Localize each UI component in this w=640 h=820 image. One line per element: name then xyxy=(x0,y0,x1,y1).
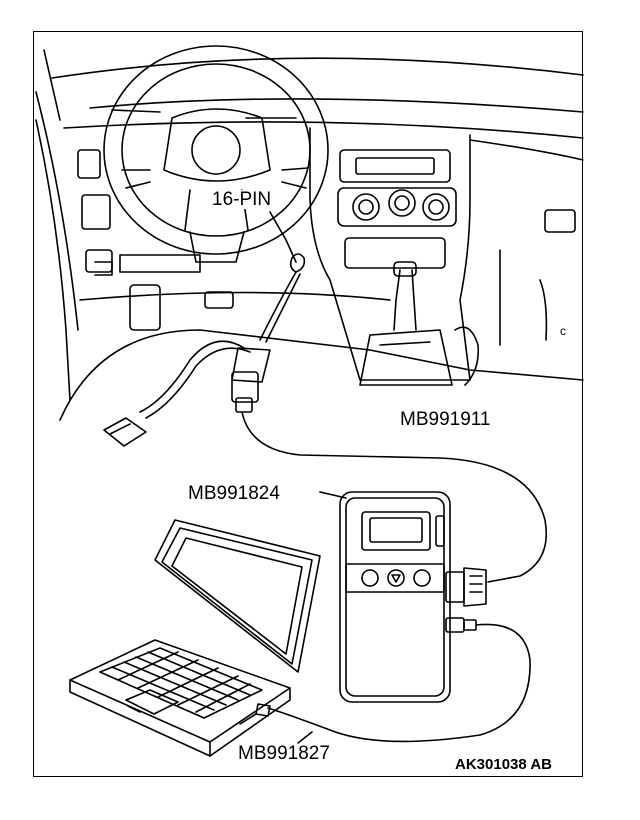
label-mb991911: MB991911 xyxy=(398,409,493,430)
vci-leader xyxy=(319,491,347,499)
label-mb991824: MB991824 xyxy=(186,483,282,504)
cable-mb991911 xyxy=(103,271,547,583)
steering-wheel-drawing xyxy=(103,45,329,263)
figure-code: AK301038 AB xyxy=(455,756,552,773)
dashboard-drawing: c xyxy=(35,49,584,421)
vci-unit-drawing xyxy=(339,491,487,703)
label-mb991827: MB991827 xyxy=(236,743,332,764)
usb-leader xyxy=(297,731,313,744)
svg-text:c: c xyxy=(560,324,566,338)
label-16-pin: 16-PIN xyxy=(210,189,274,210)
connector-leader xyxy=(269,211,306,273)
cable-mb991827 xyxy=(255,623,531,743)
diagram-frame xyxy=(33,31,583,777)
laptop-drawing xyxy=(69,519,321,757)
